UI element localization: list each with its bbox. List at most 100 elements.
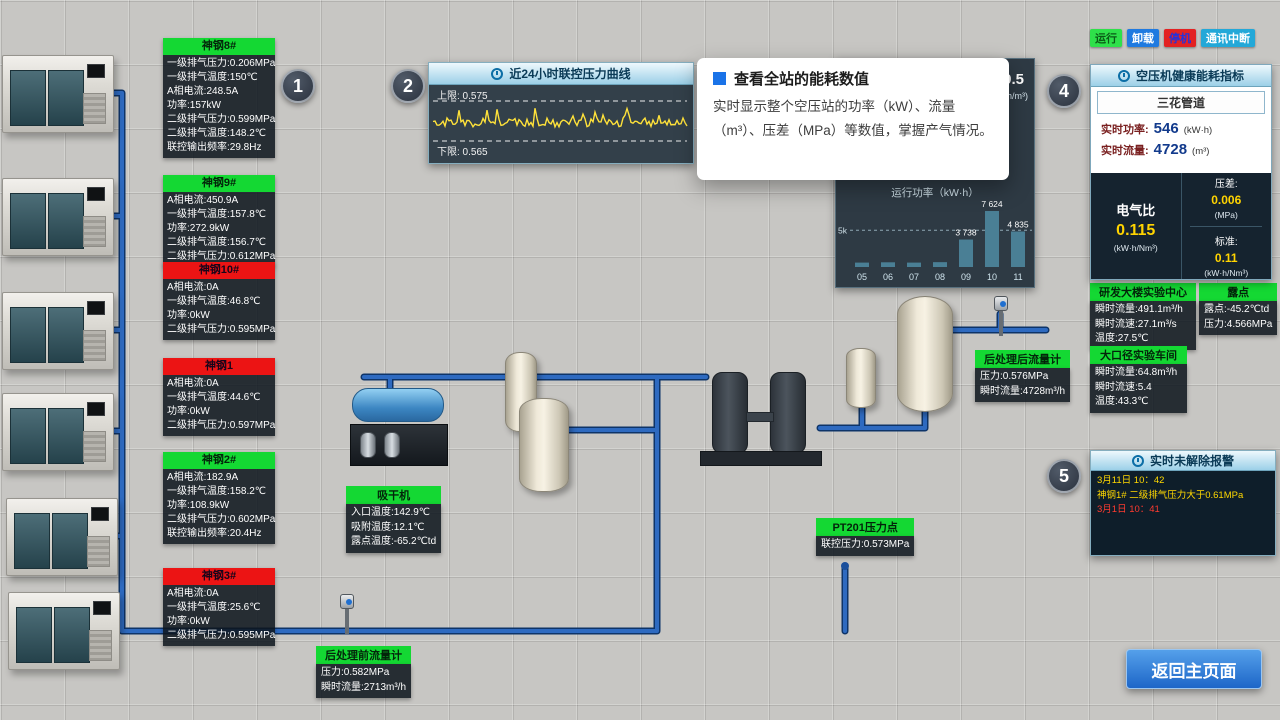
machine-part — [9, 407, 46, 464]
compressor-name: 神钢3# — [163, 568, 275, 586]
machine-part — [15, 606, 52, 663]
compressor-metric: A相电流:0A — [167, 282, 219, 294]
station-panel-title: 露点 — [1199, 283, 1278, 301]
alarm-entry[interactable]: 3月1日 10：41 — [1097, 504, 1160, 516]
compressor-metric: 功率:0kW — [167, 310, 210, 322]
health-energy-panel: 空压机健康能耗指标 三花管道 实时功率: 546 (kW·h) 实时流量: 47… — [1090, 64, 1272, 280]
compressor-metric: A相电流:248.5A — [167, 86, 239, 98]
process-label: PT201压力点联控压力:0.573MPa — [816, 518, 915, 556]
status-legend-button[interactable]: 通讯中断 — [1201, 29, 1255, 47]
compressor-name: 神钢1 — [163, 358, 275, 376]
guide-tooltip: 查看全站的能耗数值 实时显示整个空压站的功率（kW）、流量（m³）、压差（MPa… — [697, 58, 1009, 180]
svg-text:4 835: 4 835 — [1007, 219, 1029, 229]
svg-text:08: 08 — [935, 272, 945, 282]
compressor-metric: 联控输出频率:20.4Hz — [167, 528, 262, 540]
svg-text:10: 10 — [987, 272, 997, 282]
status-legend: 运行卸载停机通讯中断 — [1090, 29, 1274, 47]
compressor-unit — [2, 55, 114, 133]
compressor-metric: 一级排气温度:46.8℃ — [167, 296, 261, 308]
std-unit: (kW·h/Nm³) — [1204, 267, 1249, 278]
return-home-button[interactable]: 返回主页面 — [1126, 649, 1262, 689]
compressor-metric: 功率:0kW — [167, 616, 210, 628]
svg-text:09: 09 — [961, 272, 971, 282]
clock-icon — [1117, 69, 1130, 82]
alarm-entry[interactable]: 神钢1# 二级排气压力大于0.61MPa — [1097, 489, 1244, 501]
compressor-metric: 一级排气温度:158.2℃ — [167, 486, 267, 498]
svg-text:05: 05 — [857, 272, 867, 282]
flow-label: 实时流量: — [1101, 145, 1149, 157]
station-metric: 瞬时流量:491.1m³/h — [1095, 304, 1183, 315]
compressor-metric: 二级排气压力:0.597MPa — [167, 420, 276, 432]
process-label-values: 联控压力:0.573MPa — [816, 536, 915, 556]
process-metric: 联控压力:0.573MPa — [821, 539, 910, 550]
flow-meter-icon — [993, 296, 1009, 336]
station-metric: 瞬时流速:5.4 — [1095, 381, 1152, 393]
process-label-values: 压力:0.582MPa 瞬时流量:2713m³/h — [316, 664, 412, 698]
compressor-metric: 二级排气压力:0.595MPa — [167, 324, 276, 336]
compressor-metric: 一级排气压力:0.206MPa — [167, 58, 276, 70]
process-label-title: PT201压力点 — [816, 518, 915, 536]
svg-text:5k: 5k — [838, 225, 848, 235]
compressor-name: 神钢10# — [163, 262, 275, 280]
adsorption-dryer — [700, 366, 822, 466]
machine-part — [86, 401, 106, 417]
status-legend-button[interactable]: 卸载 — [1127, 29, 1159, 47]
alarm-entry[interactable]: 3月11日 10：42 — [1097, 475, 1165, 486]
machine-part — [9, 69, 46, 126]
energy-chart-title: 运行功率（kW·h） — [891, 187, 979, 199]
process-metric: 瞬时流量:4728m³/h — [980, 385, 1066, 397]
compressor-unit — [2, 292, 114, 370]
station-panel-title: 研发大楼实验中心 — [1090, 283, 1196, 301]
diff-value: 0.006 — [1211, 192, 1242, 207]
pressure-trend-title: 近24小时联控压力曲线 — [509, 67, 631, 81]
machine-part — [86, 300, 106, 316]
step-badge-5: 5 — [1047, 459, 1081, 493]
machine-part — [13, 512, 50, 569]
machine-part — [54, 606, 91, 663]
status-legend-button[interactable]: 停机 — [1164, 29, 1196, 47]
power-label: 实时功率: — [1101, 124, 1149, 136]
ratio-unit: (kW·h/Nm³) — [1113, 242, 1158, 253]
compressor-panel[interactable]: 神钢10# A相电流:0A 一级排气温度:46.8℃ 功率:0kW 二级排气压力:0.5… — [163, 262, 276, 341]
pipe-selector[interactable]: 三花管道 — [1097, 91, 1265, 114]
svg-text:06: 06 — [883, 272, 893, 282]
compressor-metric: 二级排气温度:148.2℃ — [167, 128, 267, 140]
dryer-tower — [770, 372, 806, 454]
process-label: 后处理前流量计压力:0.582MPa 瞬时流量:2713m³/h — [316, 646, 412, 698]
compressor-metric: 功率:157kW — [167, 100, 221, 112]
machine-part — [83, 430, 107, 463]
compressor-metric: 二级排气压力:0.595MPa — [167, 630, 276, 642]
compressor-unit — [2, 178, 114, 256]
process-metric: 压力:0.582MPa — [321, 667, 390, 678]
machine-part — [86, 186, 106, 202]
status-legend-button[interactable]: 运行 — [1090, 29, 1122, 47]
diff-unit: (MPa) — [1214, 209, 1238, 220]
process-metric: 瞬时流量:2713m³/h — [321, 681, 407, 693]
compressor-metric: 功率:272.9kW — [167, 223, 230, 235]
flow-unit: (m³) — [1192, 146, 1210, 157]
compressor-metric: 联控输出频率:29.8Hz — [167, 142, 262, 154]
ratio-value: 0.115 — [1116, 221, 1156, 239]
process-label-title: 后处理前流量计 — [316, 646, 412, 664]
station-metric: 温度:43.3℃ — [1095, 396, 1149, 407]
lower-limit-label: 下限: 0.565 — [437, 147, 488, 158]
machine-part — [90, 506, 110, 522]
svg-text:07: 07 — [909, 272, 919, 282]
